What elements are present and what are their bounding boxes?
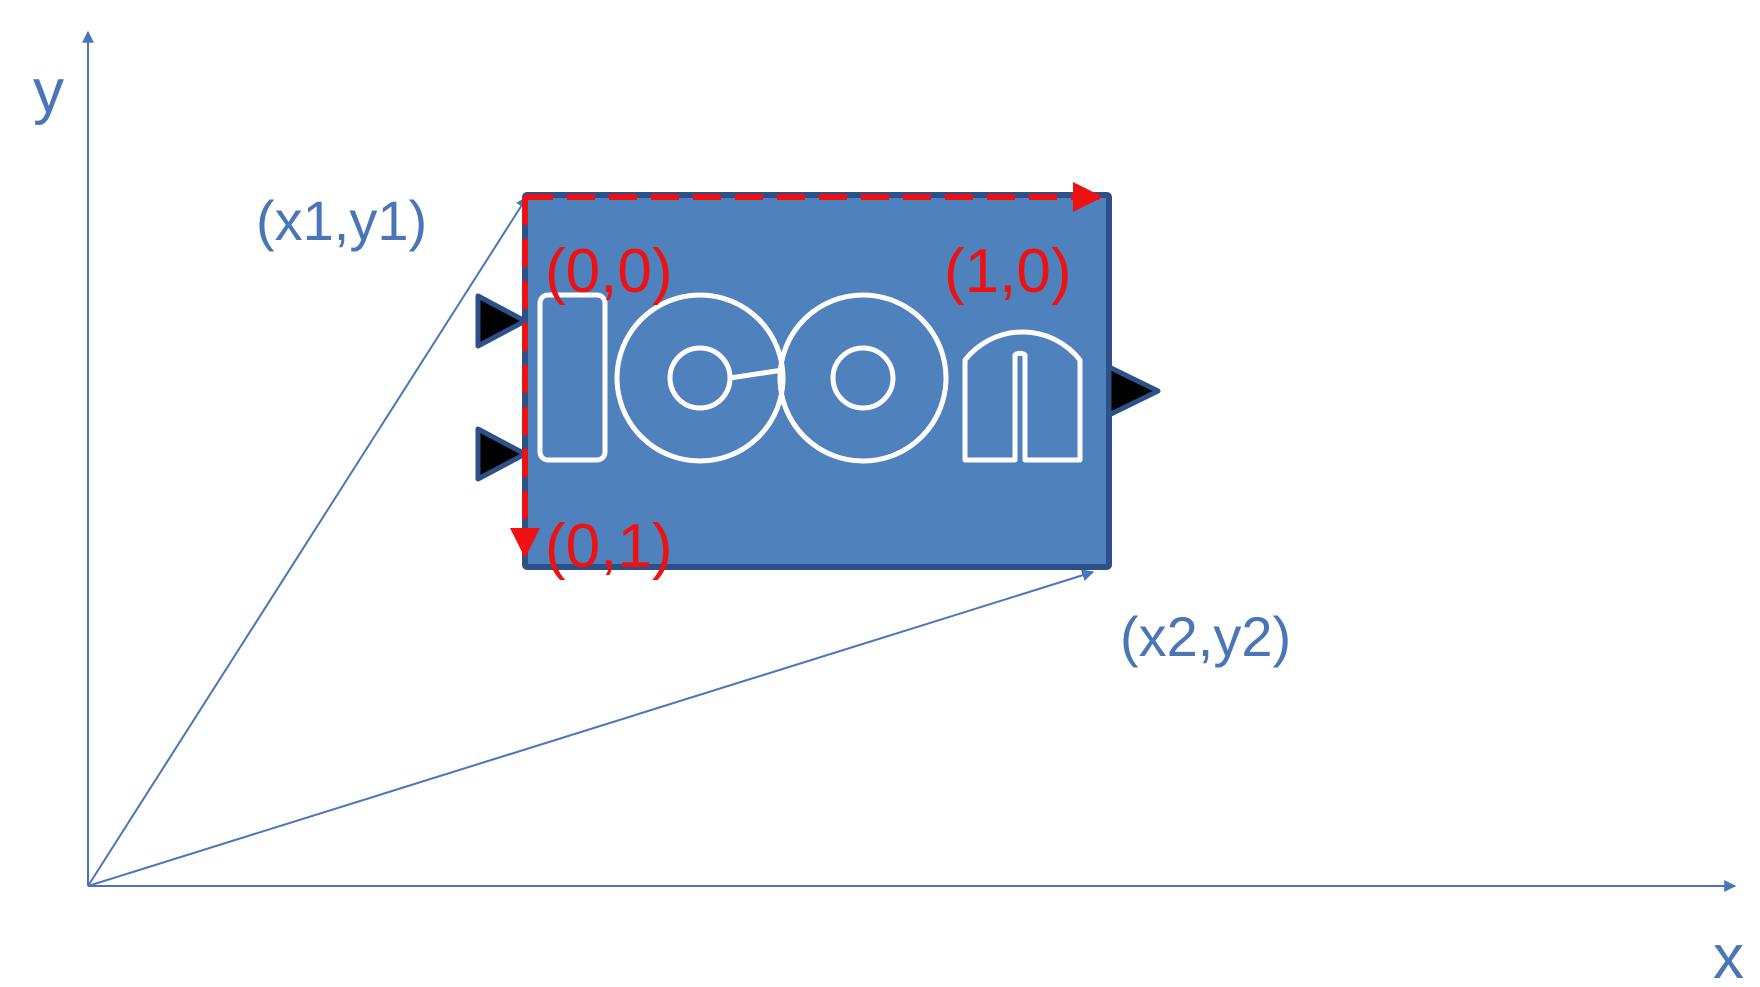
x-axis-label: x xyxy=(1713,923,1744,987)
logo-letter-n xyxy=(962,329,1083,463)
logo-letter-o xyxy=(777,292,949,464)
point-label-top-left: (x1,y1) xyxy=(256,189,427,252)
vector-to-bottom-right xyxy=(87,569,1095,887)
icon-logo xyxy=(537,292,1083,464)
input-port-2[interactable] xyxy=(475,426,528,482)
logo-letter-c xyxy=(614,292,786,464)
input-port-1[interactable] xyxy=(475,293,528,349)
local-frame: (0,0) (1,0) (0,1) xyxy=(510,182,1103,581)
local-label-y-unit: (0,1) xyxy=(545,512,672,581)
y-axis-label: y xyxy=(33,57,64,126)
position-vectors: (x1,y1) (x2,y2) xyxy=(87,189,1291,887)
output-port[interactable] xyxy=(1106,364,1161,418)
point-label-bottom-right: (x2,y2) xyxy=(1120,605,1291,668)
block xyxy=(475,192,1161,570)
local-label-origin: (0,0) xyxy=(545,237,672,306)
axes: y x xyxy=(33,30,1744,987)
logo-letter-i xyxy=(537,292,608,463)
vector-to-top-left xyxy=(87,195,528,887)
local-label-x-unit: (1,0) xyxy=(944,237,1071,306)
